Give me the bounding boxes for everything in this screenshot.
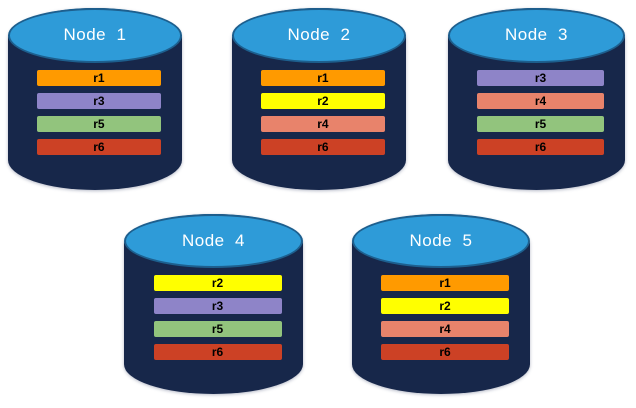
shard-bar[interactable]: r6 (477, 138, 604, 155)
database-node-2[interactable]: Node 2 r1 r2 r4 r6 (232, 8, 406, 190)
shard-bar[interactable]: r1 (381, 275, 509, 292)
shard-bar[interactable]: r6 (381, 344, 509, 361)
shard-list: r1 r2 r4 r6 (381, 275, 509, 361)
shard-list: r1 r3 r5 r6 (36, 69, 162, 155)
node-label: Node 4 (181, 231, 246, 250)
cylinder-top-icon (124, 214, 303, 268)
shard-bar[interactable]: r6 (153, 344, 282, 361)
shard-list: r2 r3 r5 r6 (153, 275, 282, 361)
shard-bar[interactable]: r5 (36, 115, 162, 132)
database-node-4[interactable]: Node 4 r2 r3 r5 r6 (124, 214, 303, 394)
node-label: Node 2 (287, 25, 351, 45)
shard-bar[interactable]: r5 (153, 321, 282, 338)
shard-bar[interactable]: r1 (36, 69, 162, 86)
shard-list: r1 r2 r4 r6 (260, 69, 386, 155)
node-label: Node 1 (63, 25, 127, 45)
database-node-1[interactable]: Node 1 r1 r3 r5 r6 (8, 8, 182, 190)
shard-bar[interactable]: r3 (36, 92, 162, 109)
cylinder-top-icon (448, 8, 625, 63)
database-node-5[interactable]: Node 5 r1 r2 r4 r6 (352, 214, 530, 394)
shard-bar[interactable]: r2 (260, 92, 386, 109)
cylinder-top-icon (352, 214, 530, 268)
shard-bar[interactable]: r6 (36, 138, 162, 155)
shard-bar[interactable]: r4 (260, 115, 386, 132)
shard-list: r3 r4 r5 r6 (477, 69, 604, 155)
shard-bar[interactable]: r5 (477, 115, 604, 132)
database-node-3[interactable]: Node 3 r3 r4 r5 r6 (448, 8, 625, 190)
shard-bar[interactable]: r4 (381, 321, 509, 338)
shard-bar[interactable]: r2 (153, 275, 282, 292)
shard-bar[interactable]: r4 (477, 92, 604, 109)
shard-bar[interactable]: r6 (260, 138, 386, 155)
node-label: Node 3 (504, 25, 569, 45)
shard-bar[interactable]: r3 (153, 298, 282, 315)
shard-bar[interactable]: r2 (381, 298, 509, 315)
cylinder-top-icon (232, 8, 406, 63)
cylinder-top-icon (8, 8, 182, 63)
shard-bar[interactable]: r3 (477, 69, 604, 86)
shard-bar[interactable]: r1 (260, 69, 386, 86)
node-label: Node 5 (409, 231, 473, 250)
